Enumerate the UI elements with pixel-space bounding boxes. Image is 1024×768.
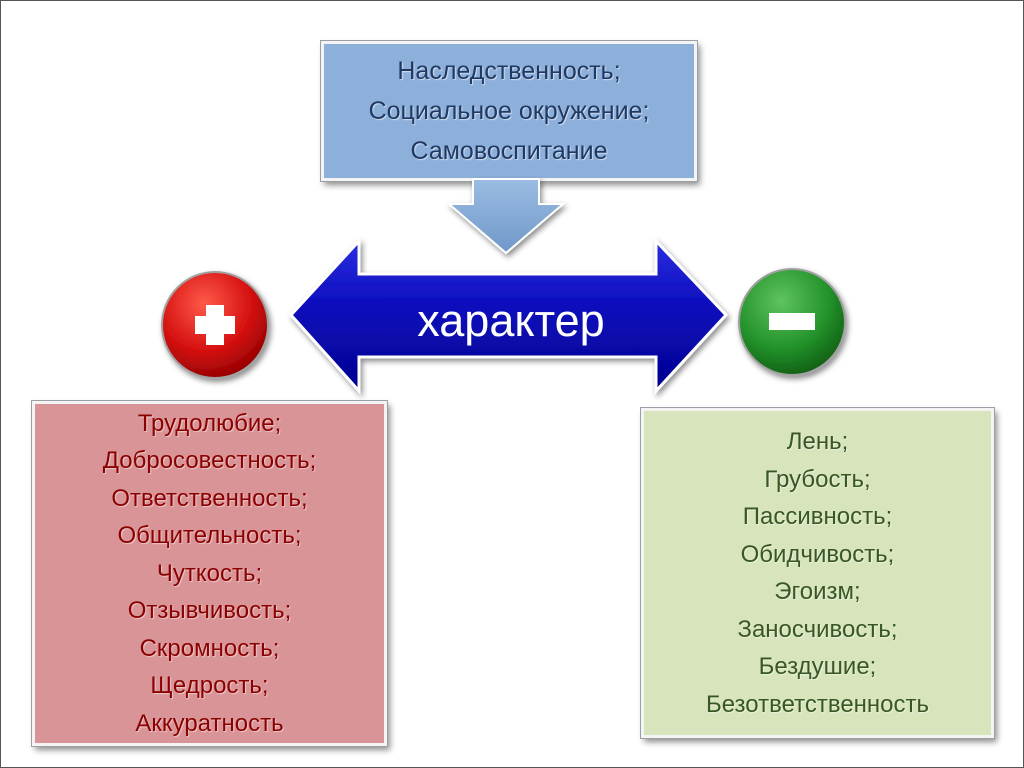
negative-trait: Безответственность — [705, 690, 930, 718]
plus-icon — [161, 271, 269, 379]
double-arrow-icon — [288, 237, 729, 395]
positive-trait: Добросовестность; — [102, 447, 317, 475]
negative-trait: Эгоизм; — [774, 578, 861, 605]
positive-trait: Ответственность; — [111, 484, 308, 512]
positive-trait: Чуткость; — [156, 559, 263, 587]
negative-trait: Лень; — [786, 428, 849, 455]
factor-line: Самовоспитание — [410, 137, 608, 165]
positive-trait: Общительность; — [117, 522, 302, 550]
positive-trait: Скромность; — [139, 634, 280, 662]
negative-trait: Бездушие; — [758, 653, 877, 680]
negative-trait: Грубость; — [764, 465, 871, 493]
factor-line: Социальное окружение; — [368, 97, 650, 125]
minus-icon — [738, 268, 846, 376]
down-arrow-icon — [446, 178, 566, 255]
positive-trait: Щедрость; — [150, 672, 269, 700]
negative-trait: Обидчивость; — [740, 540, 895, 568]
positive-trait: Аккуратность — [135, 709, 284, 737]
negative-trait: Заносчивость; — [737, 615, 898, 643]
factor-line: Наследственность; — [397, 57, 621, 85]
factors-box: Наследственность; Социальное окружение; … — [320, 40, 698, 182]
positive-traits-box: Трудолюбие; Добросовестность; Ответствен… — [31, 400, 388, 747]
negative-traits-box: Лень; Грубость; Пассивность; Обидчивость… — [640, 407, 995, 739]
character-label: характер — [417, 295, 605, 346]
negative-trait: Пассивность; — [742, 503, 893, 530]
positive-trait: Отзывчивость; — [127, 597, 292, 625]
positive-trait: Трудолюбие; — [137, 409, 282, 437]
